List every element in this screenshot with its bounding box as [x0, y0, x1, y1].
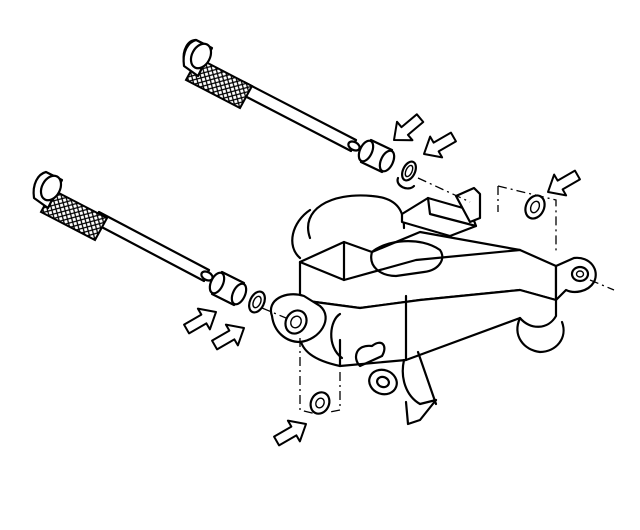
callout-arrow-lower-ring	[207, 316, 251, 357]
bushing	[309, 194, 546, 415]
guide-pin-upper	[182, 38, 361, 153]
pin-boot-upper	[357, 138, 417, 190]
caliper-body	[269, 186, 597, 426]
callout-arrow-upper-boot	[385, 107, 429, 151]
callout-arrow-upper-ring	[417, 125, 461, 166]
callout-arrow-lower-boot	[179, 300, 223, 341]
assembly-lines	[261, 177, 615, 415]
callout-arrow-right-bushing	[541, 163, 585, 204]
callout-arrow-bottom-bushing	[269, 412, 313, 453]
pin-boot-lower	[208, 270, 266, 314]
guide-pin-lower	[32, 170, 214, 283]
